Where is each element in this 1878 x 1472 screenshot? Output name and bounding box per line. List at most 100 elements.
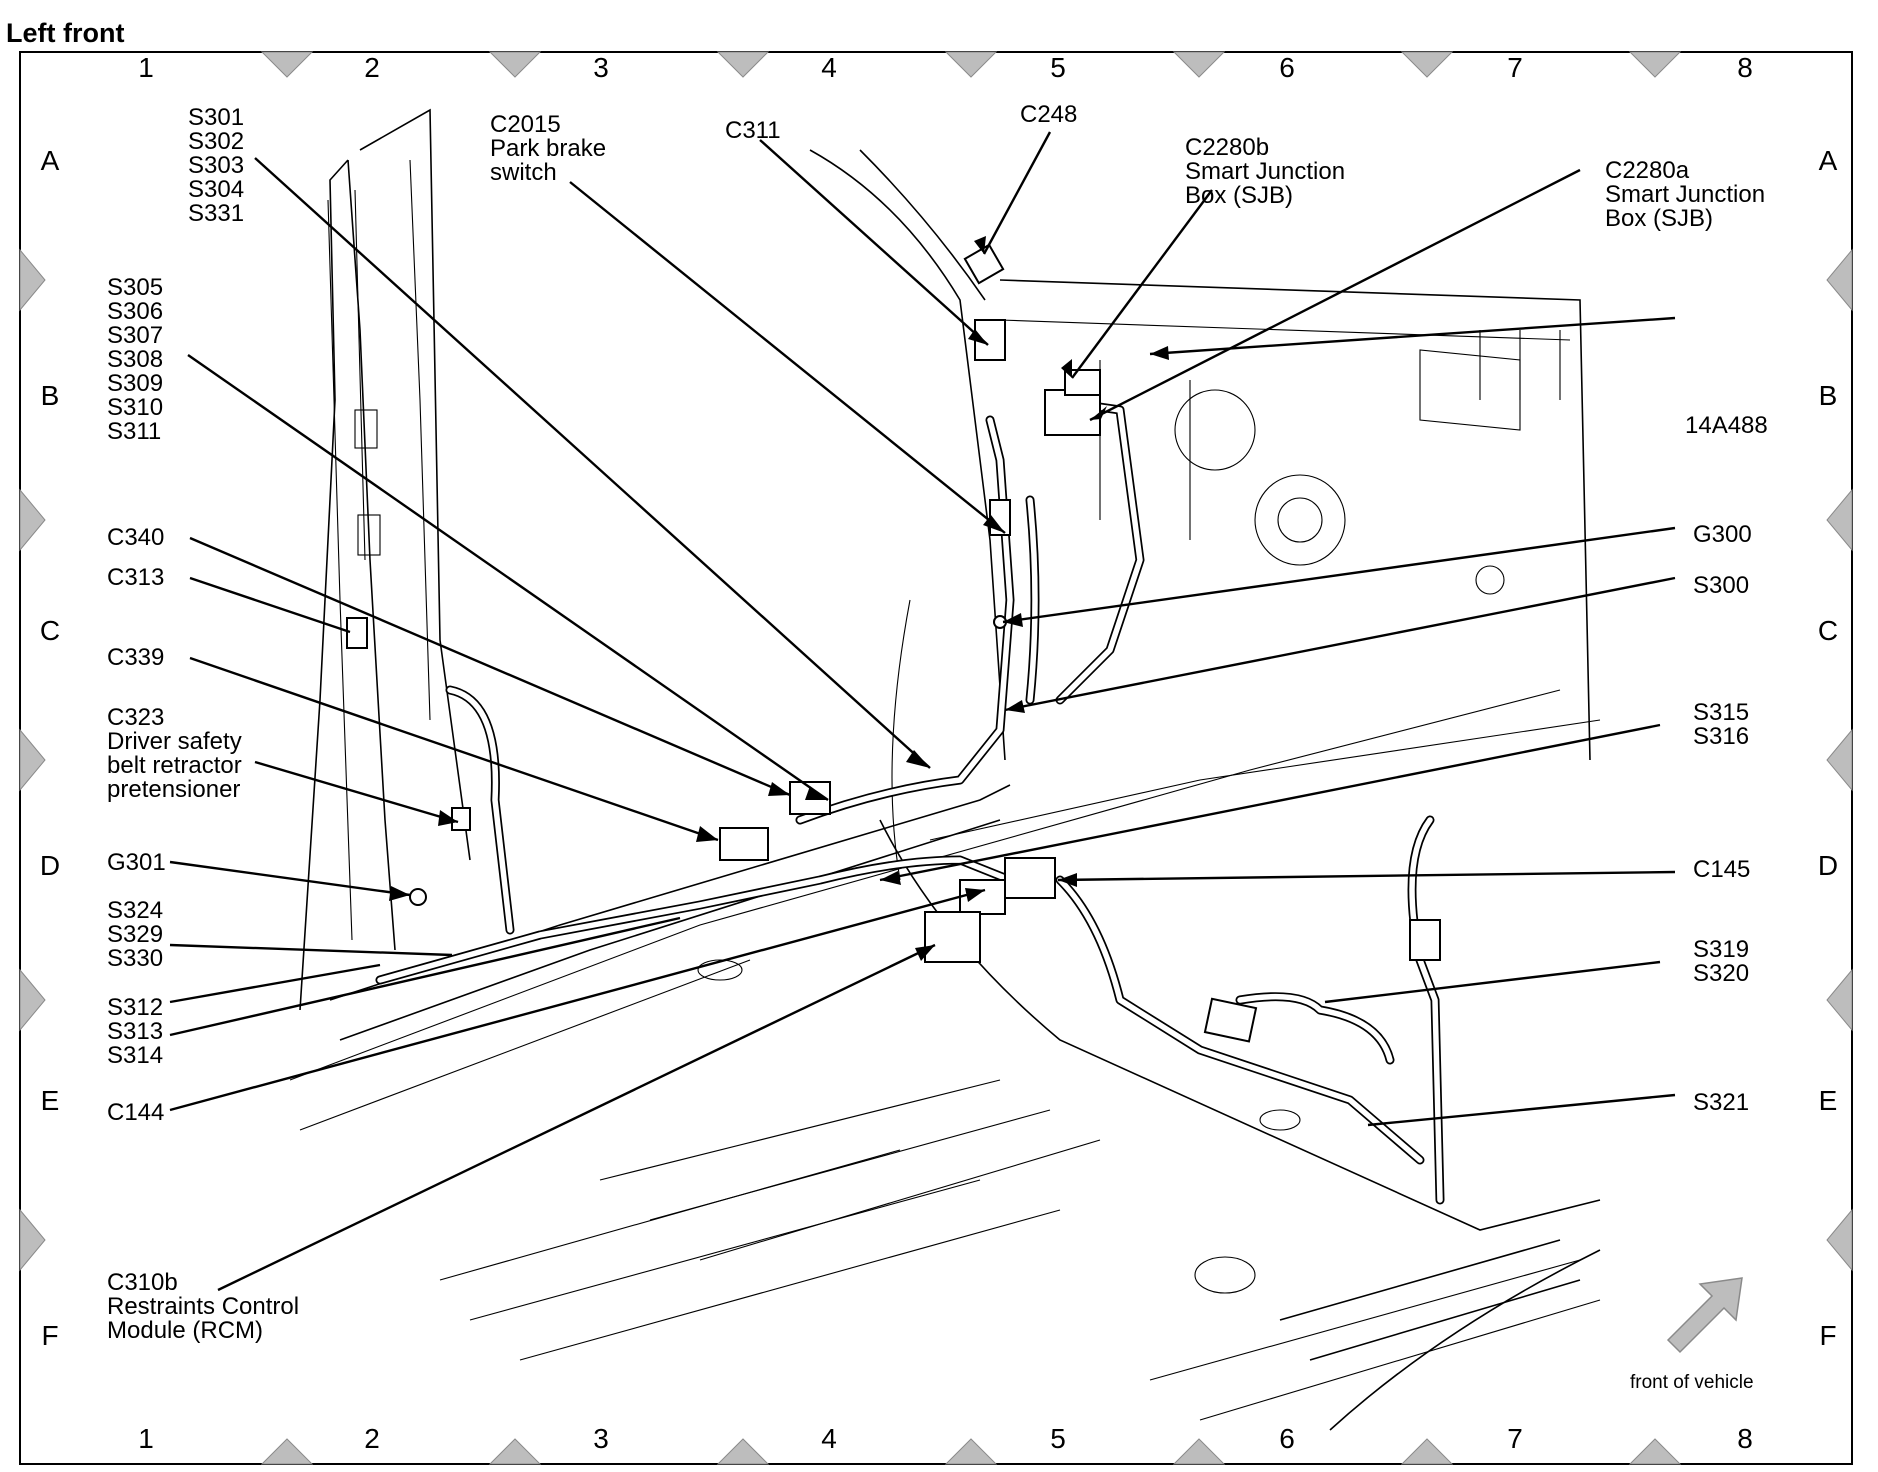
leader-c310b xyxy=(217,943,936,1292)
callout-c2280b-text-2: Box (SJB) xyxy=(1185,182,1293,209)
leader-c339 xyxy=(189,656,719,842)
callout-c2015-code: C2015 xyxy=(490,111,561,138)
callout-c2280b-code: C2280b xyxy=(1185,134,1269,161)
callout-c323-text-2: belt retractor xyxy=(107,752,242,779)
row-label-right-D: D xyxy=(1818,850,1838,881)
c310b-connector xyxy=(924,911,981,963)
column-label-top-2: 2 xyxy=(364,52,380,83)
left-markers xyxy=(19,248,46,1272)
front-of-vehicle-label: front of vehicle xyxy=(1630,1372,1754,1393)
c339-connector xyxy=(719,827,769,861)
arrow-icon xyxy=(1666,1277,1743,1354)
callout-s321-code: S321 xyxy=(1693,1089,1749,1116)
c313-connector xyxy=(346,617,368,649)
leader-g300 xyxy=(1002,526,1676,624)
callout-s305-s311-text-3: S308 xyxy=(107,346,163,373)
leader-lines xyxy=(169,131,1676,1292)
s319-connector xyxy=(1203,997,1258,1043)
callout-s300-code: S300 xyxy=(1693,572,1749,599)
callout-s324-s330-text-2: S330 xyxy=(107,945,163,972)
leader-c145 xyxy=(1057,870,1676,882)
callout-s315-s316-text-1: S316 xyxy=(1693,723,1749,750)
callout-c2015-text-1: Park brake xyxy=(490,135,606,162)
g301-ground xyxy=(409,888,427,906)
leader-s319 xyxy=(1324,960,1661,1004)
leader-c313 xyxy=(189,576,351,634)
b-pillar-outline xyxy=(299,159,396,1011)
column-label-top-4: 4 xyxy=(821,52,837,83)
a-pillar-outline xyxy=(809,149,1006,761)
c144-connector xyxy=(959,879,1006,915)
leader-c2280a xyxy=(1089,168,1581,422)
row-label-right-A: A xyxy=(1819,145,1838,176)
row-label-right-E: E xyxy=(1819,1085,1838,1116)
column-label-bottom-8: 8 xyxy=(1737,1423,1753,1454)
column-label-top-1: 1 xyxy=(138,52,154,83)
callout-c323-code: C323 xyxy=(107,704,164,731)
right-markers xyxy=(1826,248,1853,1272)
leader-c2280b xyxy=(1071,189,1213,379)
callout-c323-text-1: Driver safety xyxy=(107,728,242,755)
callout-c340-code: C340 xyxy=(107,524,164,551)
column-label-bottom-2: 2 xyxy=(364,1423,380,1454)
callout-s301-s331-text-3: S304 xyxy=(188,176,244,203)
callout-c2280b-text-1: Smart Junction xyxy=(1185,158,1345,185)
c2280-connector xyxy=(1044,389,1101,436)
grid-markers xyxy=(19,51,1853,1465)
callout-c323-text-3: pretensioner xyxy=(107,776,240,803)
callout-c310b-text-2: Module (RCM) xyxy=(107,1317,263,1344)
callout-c248-code: C248 xyxy=(1020,101,1077,128)
callout-c145-code: C145 xyxy=(1693,856,1750,883)
page-title: Left front xyxy=(6,18,124,48)
leader-s305 xyxy=(187,354,829,801)
callout-g301-code: G301 xyxy=(107,849,166,876)
callout-s305-s311-text-2: S307 xyxy=(107,322,163,349)
callout-s312-s314-code: S312 xyxy=(107,994,163,1021)
callout-c2280a-text-2: Box (SJB) xyxy=(1605,205,1713,232)
leader-14a488 xyxy=(1149,316,1676,356)
c145-connector xyxy=(1004,857,1056,899)
row-label-right-B: B xyxy=(1819,380,1838,411)
callout-s305-s311-text-6: S311 xyxy=(107,418,161,445)
callout-c310b-code: C310b xyxy=(107,1269,178,1296)
leader-s312b xyxy=(169,916,681,1037)
main-harness-rear xyxy=(375,855,1015,985)
callout-c311-code: C311 xyxy=(725,117,781,144)
callout-s305-s311-text-1: S306 xyxy=(107,298,163,325)
callout-s301-s331-text-4: S331 xyxy=(188,200,244,227)
column-label-bottom-7: 7 xyxy=(1507,1423,1523,1454)
leader-s300 xyxy=(1004,576,1676,712)
column-label-top-3: 3 xyxy=(593,52,609,83)
leader-c311 xyxy=(759,139,989,346)
seat-connector xyxy=(1409,919,1441,961)
callout-s312-s314-text-1: S313 xyxy=(107,1018,163,1045)
callout-s305-s311-code: S305 xyxy=(107,274,163,301)
row-label-left-B: B xyxy=(41,380,60,411)
leader-s312a xyxy=(169,963,381,1004)
callout-c144-code: C144 xyxy=(107,1099,164,1126)
leader-c248 xyxy=(982,131,1052,255)
column-label-bottom-5: 5 xyxy=(1050,1423,1066,1454)
row-label-left-F: F xyxy=(41,1320,58,1351)
callout-g300-code: G300 xyxy=(1693,521,1752,548)
callout-s305-s311-text-4: S309 xyxy=(107,370,163,397)
column-label-bottom-6: 6 xyxy=(1279,1423,1295,1454)
leader-s315 xyxy=(879,723,1661,882)
arrowheads xyxy=(389,236,1169,961)
row-label-left-C: C xyxy=(40,615,60,646)
bottom-markers xyxy=(260,1438,1682,1465)
c248-connector xyxy=(963,243,1005,285)
callout-c310b-text-1: Restraints Control xyxy=(107,1293,299,1320)
dash-panel xyxy=(999,279,1591,761)
column-label-top-7: 7 xyxy=(1507,52,1523,83)
callout-c2280a-text-1: Smart Junction xyxy=(1605,181,1765,208)
column-label-bottom-3: 3 xyxy=(593,1423,609,1454)
column-label-top-5: 5 xyxy=(1050,52,1066,83)
callout-s301-s331-text-2: S303 xyxy=(188,152,244,179)
leader-c340 xyxy=(189,536,791,797)
row-label-right-F: F xyxy=(1819,1320,1836,1351)
row-label-left-D: D xyxy=(40,850,60,881)
column-label-bottom-4: 4 xyxy=(821,1423,837,1454)
